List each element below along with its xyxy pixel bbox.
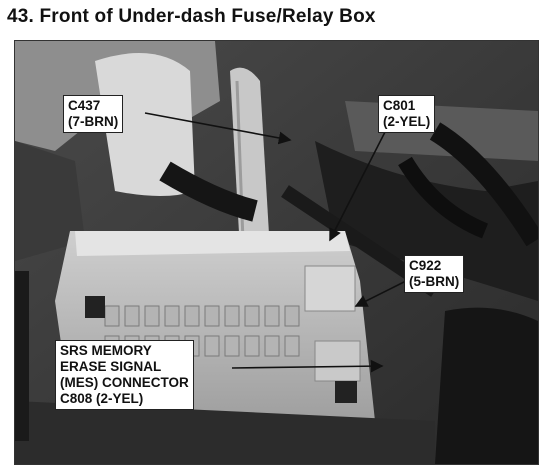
callout-c922: C922 (5-BRN): [404, 255, 465, 293]
figure-title: 43. Front of Under-dash Fuse/Relay Box: [7, 6, 376, 27]
callout-c437: C437 (7-BRN): [63, 95, 124, 133]
callout-c801: C801 (2-YEL): [378, 95, 436, 133]
callout-srs-mes-connector: SRS MEMORY ERASE SIGNAL (MES) CONNECTOR …: [55, 340, 194, 410]
